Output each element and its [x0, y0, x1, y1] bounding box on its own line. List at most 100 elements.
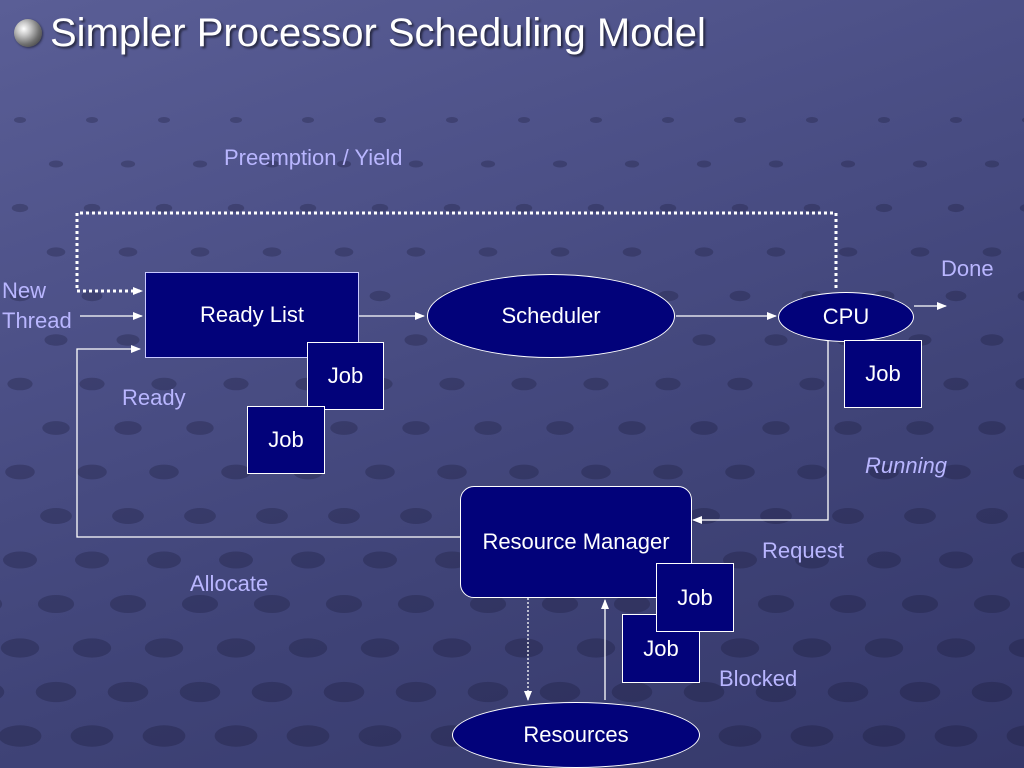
background-dot: [901, 594, 939, 614]
background-dot: [230, 117, 242, 123]
background-dot: [1011, 551, 1024, 569]
background-dot: [515, 203, 533, 213]
background-dot: [325, 594, 363, 614]
background-dot: [371, 203, 389, 213]
background-dot: [116, 334, 140, 346]
background-dot: [518, 117, 530, 123]
background-dot: [81, 290, 103, 302]
background-dot: [467, 681, 509, 703]
background-dot: [803, 203, 821, 213]
background-dot: [910, 247, 930, 257]
background-dot: [978, 421, 1006, 435]
background-dot: [982, 247, 1002, 257]
slide-title: Simpler Processor Scheduling Model: [50, 11, 706, 55]
background-dot: [904, 508, 936, 524]
background-dot: [683, 681, 725, 703]
background-dot: [219, 551, 253, 569]
background-dot: [77, 464, 107, 480]
background-dot: [799, 377, 825, 391]
background-dot: [941, 464, 971, 480]
background-dot: [764, 334, 788, 346]
background-dot: [480, 160, 496, 168]
label-running: Running: [865, 453, 947, 478]
background-dot: [862, 725, 906, 747]
background-dot: [291, 551, 325, 569]
background-dot: [155, 203, 173, 213]
background-dot: [552, 160, 568, 168]
background-dot: [44, 334, 68, 346]
background-dot: [729, 290, 751, 302]
background-dot: [11, 203, 29, 213]
background-dot: [655, 377, 681, 391]
background-dot: [365, 464, 395, 480]
background-dot: [832, 508, 864, 524]
background-dot: [766, 247, 786, 257]
background-dot: [587, 203, 605, 213]
background-dot: [1006, 725, 1024, 747]
background-dot: [147, 551, 181, 569]
background-dot: [718, 725, 762, 747]
background-dot: [867, 551, 901, 569]
label-preemption-yield: Preemption / Yield: [224, 145, 403, 170]
label-blocked: Blocked: [719, 666, 798, 691]
background-dot: [400, 508, 432, 524]
background-dot: [330, 421, 358, 435]
background-dot: [906, 421, 934, 435]
background-dot: [251, 681, 293, 703]
background-dot: [1019, 204, 1024, 212]
background-dot: [734, 117, 746, 123]
background-dot: [302, 117, 314, 123]
background-dot: [5, 464, 35, 480]
background-dot: [980, 334, 1004, 346]
label-done: Done: [941, 256, 994, 281]
background-dot: [75, 551, 109, 569]
background-dot: [114, 421, 142, 435]
cpu-node: CPU: [778, 292, 914, 342]
background-dot: [42, 421, 70, 435]
background-dot: [725, 464, 755, 480]
background-dot: [83, 203, 101, 213]
background-dot: [406, 247, 426, 257]
background-dot: [1017, 291, 1024, 301]
background-dot: [214, 725, 258, 747]
background-dot: [262, 247, 282, 257]
background-dot: [692, 334, 716, 346]
background-dot: [864, 638, 904, 658]
background-dot: [149, 464, 179, 480]
background-dot: [939, 551, 973, 569]
background-dot: [216, 638, 256, 658]
background-dot: [720, 638, 760, 658]
background-dot: [834, 421, 862, 435]
background-dot: [934, 725, 978, 747]
background-dot: [112, 508, 144, 524]
background-dot: [360, 638, 400, 658]
background-dot: [0, 638, 40, 658]
background-dot: [1015, 378, 1024, 390]
background-dot: [439, 377, 465, 391]
background-dot: [696, 160, 712, 168]
background-dot: [118, 247, 138, 257]
background-dot: [72, 638, 112, 658]
background-dot: [358, 725, 402, 747]
background-dot: [875, 203, 893, 213]
background-dot: [299, 203, 317, 213]
background-dot: [443, 203, 461, 213]
background-dot: [912, 160, 928, 168]
background-dot: [328, 508, 360, 524]
background-dot: [984, 160, 1000, 168]
background-dot: [590, 117, 602, 123]
background-dot: [790, 725, 834, 747]
background-dot: [838, 247, 858, 257]
label-new-thread-line2: Thread: [2, 308, 72, 333]
background-dot: [1013, 464, 1024, 480]
background-dot: [402, 421, 430, 435]
background-dot: [109, 594, 147, 614]
background-dot: [546, 421, 574, 435]
background-dot: [223, 377, 249, 391]
background-dot: [1008, 638, 1024, 658]
background-dot: [79, 377, 105, 391]
label-ready: Ready: [122, 385, 186, 410]
background-dot: [256, 508, 288, 524]
bullet-sphere-icon: [14, 19, 42, 47]
background-dot: [539, 681, 581, 703]
